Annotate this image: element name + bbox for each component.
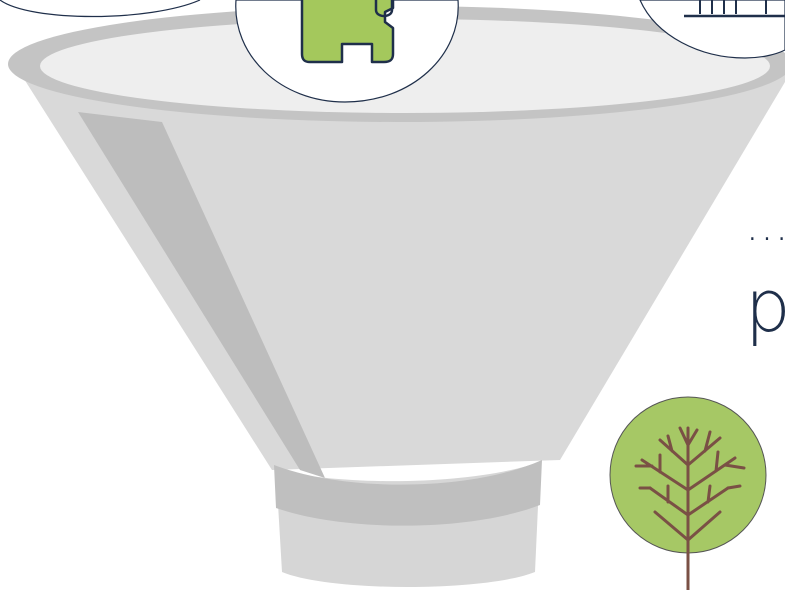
right-text-fragment: p <box>745 270 785 342</box>
right-text-ellipsis: … <box>745 200 785 251</box>
tree-icon <box>610 397 766 590</box>
category-circle-left <box>0 0 200 17</box>
